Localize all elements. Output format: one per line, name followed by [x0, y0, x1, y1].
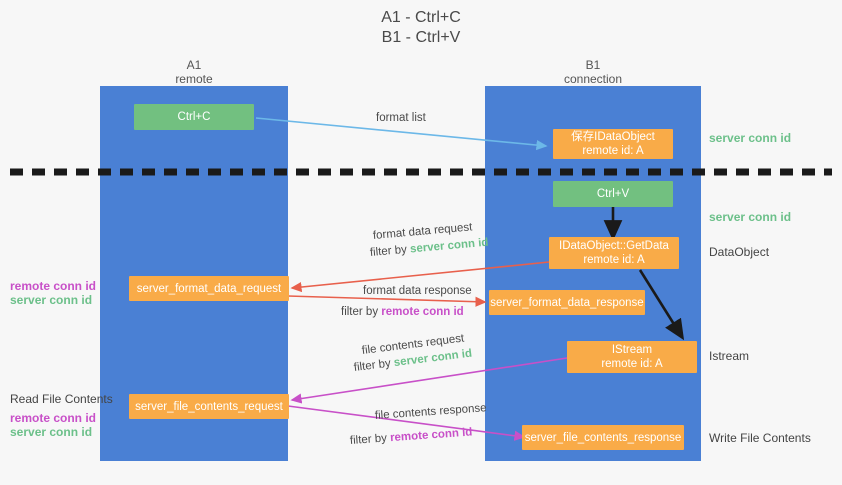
- filter-by-1-prefix: filter by: [369, 243, 411, 259]
- annotation-format-data-response: format data response: [363, 285, 472, 297]
- label-remote-conn-id-2: remote conn id: [10, 411, 97, 425]
- box-istream[interactable]: IStream remote id: A: [567, 341, 697, 373]
- box-save-idataobject[interactable]: 保存IDataObject remote id: A: [553, 129, 673, 159]
- box-ctrl-c[interactable]: Ctrl+C: [134, 104, 254, 130]
- label-server-conn-id-paste: server conn id: [709, 210, 792, 224]
- label-write-file-contents: Write File Contents: [709, 431, 811, 445]
- box-server-file-contents-response[interactable]: server_file_contents_response: [522, 425, 684, 450]
- filter-by-4-prefix: filter by: [349, 432, 391, 447]
- box-server-format-data-response[interactable]: server_format_data_response: [489, 290, 645, 315]
- box-server-format-data-request[interactable]: server_format_data_request: [129, 276, 289, 301]
- box-fmt-resp-label: server_format_data_response: [490, 296, 644, 309]
- lane-b1-sub: connection: [563, 72, 623, 86]
- label-istream: Istream: [709, 349, 750, 363]
- label-dataobject: DataObject: [709, 245, 770, 259]
- annotation-filter-by-4: filter by remote conn id: [349, 425, 473, 449]
- lane-a1-name: A1: [186, 58, 202, 72]
- lane-header-b1: B1 connection: [485, 58, 701, 86]
- filter-by-3-prefix: filter by: [353, 357, 395, 374]
- box-ctrl-v-line1: Ctrl+V: [596, 188, 630, 200]
- box-istream-line1: IStream: [611, 344, 653, 356]
- filter-by-4-value: remote conn id: [389, 426, 473, 445]
- lane-header-a1: A1 remote: [100, 58, 288, 86]
- annotation-format-list: format list: [376, 112, 426, 124]
- lane-a1-sub: remote: [175, 72, 213, 86]
- box-server-file-contents-request[interactable]: server_file_contents_request: [129, 394, 289, 419]
- box-getdata[interactable]: IDataObject::GetData remote id: A: [549, 237, 679, 269]
- box-save-idataobject-line1: 保存IDataObject: [571, 131, 655, 143]
- box-ctrl-c-line1: Ctrl+C: [177, 111, 211, 123]
- annotation-file-contents-response: file contents response: [374, 402, 487, 422]
- label-server-conn-id-2: server conn id: [10, 425, 93, 439]
- lane-b1-name: B1: [585, 58, 601, 72]
- title-line-2: B1 - Ctrl+V: [381, 29, 461, 46]
- box-getdata-line2: remote id: A: [583, 254, 645, 266]
- box-fmt-req-label: server_format_data_request: [136, 282, 282, 295]
- annotation-filter-by-2: filter by remote conn id: [341, 305, 464, 320]
- box-istream-line2: remote id: A: [601, 358, 663, 370]
- page-title: A1 - Ctrl+C B1 - Ctrl+V: [0, 8, 842, 48]
- label-server-conn-id-top: server conn id: [709, 131, 792, 145]
- box-save-idataobject-line2: remote id: A: [582, 145, 644, 157]
- label-server-conn-id-1: server conn id: [10, 293, 93, 307]
- box-file-resp-label: server_file_contents_response: [524, 431, 682, 444]
- box-file-req-label: server_file_contents_request: [135, 400, 283, 413]
- filter-by-2-prefix: filter by: [341, 306, 382, 318]
- filter-by-2-value: remote conn id: [381, 306, 464, 318]
- label-read-file-contents: Read File Contents: [10, 392, 113, 406]
- box-ctrl-v[interactable]: Ctrl+V: [553, 181, 673, 207]
- box-getdata-line1: IDataObject::GetData: [559, 240, 669, 252]
- title-line-1: A1 - Ctrl+C: [381, 9, 461, 26]
- label-remote-conn-id-1: remote conn id: [10, 279, 97, 293]
